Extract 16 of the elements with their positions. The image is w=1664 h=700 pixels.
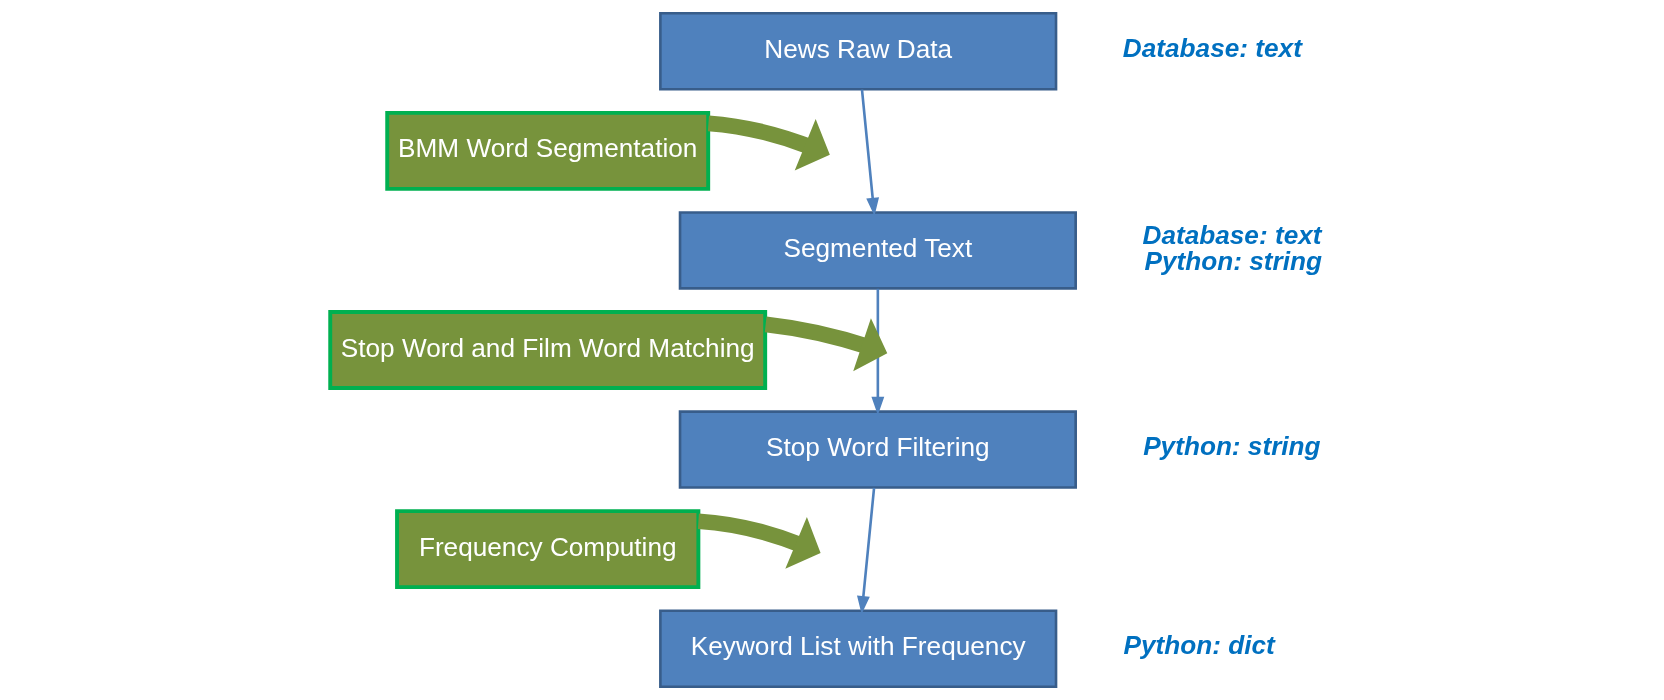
node-box: Segmented Text	[678, 211, 1077, 290]
arrow	[860, 89, 880, 217]
node-box: Frequency Computing	[395, 509, 701, 590]
node-box: Stop Word and Film Word Matching	[328, 310, 768, 390]
node-box: Keyword List with Frequency	[659, 609, 1058, 688]
arrow	[871, 288, 885, 416]
arrow	[764, 316, 888, 372]
arrow	[857, 487, 876, 615]
node-label: Python: dict	[1123, 629, 1275, 660]
node-box: News Raw Data	[659, 12, 1058, 91]
node-label: Python: string	[1143, 430, 1321, 461]
node-box: Stop Word Filtering	[678, 410, 1077, 489]
arrow	[707, 115, 830, 171]
node-box: BMM Word Segmentation	[385, 110, 711, 191]
arrow	[697, 513, 821, 569]
node-label: Database: text	[1122, 32, 1302, 63]
